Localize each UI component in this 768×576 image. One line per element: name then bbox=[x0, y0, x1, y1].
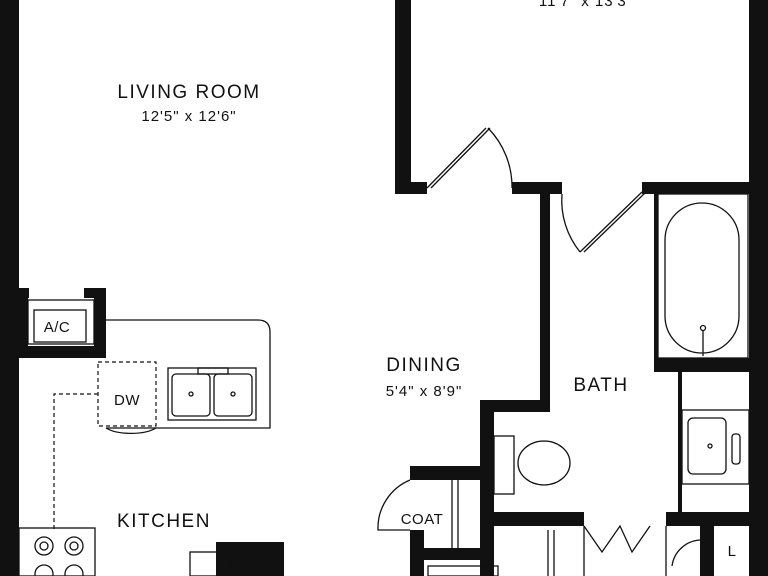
bath-fixtures bbox=[493, 193, 750, 495]
ac-label: A/C bbox=[44, 319, 71, 336]
wall-bath-south-b bbox=[666, 512, 768, 526]
bedroom-door-swing bbox=[487, 127, 513, 189]
bedroom-dimensions: 11'7" x 13'3" bbox=[539, 0, 633, 10]
wall-bath-south-a bbox=[494, 512, 584, 526]
wall-lower-closet-north bbox=[416, 548, 494, 560]
wall-closet-west bbox=[480, 400, 494, 576]
doors bbox=[377, 127, 714, 576]
wall-tub-south bbox=[654, 358, 754, 372]
wall-vanity-west bbox=[678, 372, 682, 512]
ac-box bbox=[33, 309, 87, 343]
labels: 11'7" x 13'3" LIVING ROOM 12'5" x 12'6" … bbox=[44, 0, 737, 560]
wall-coat-north bbox=[410, 466, 494, 480]
wall-bath-west bbox=[540, 194, 550, 410]
living-room-dimensions: 12'5" x 12'6" bbox=[141, 108, 236, 125]
cabinet-line bbox=[53, 393, 98, 530]
coat-closet-label: COAT bbox=[401, 511, 444, 528]
wall-tub-west bbox=[654, 190, 658, 360]
wall-ac-south bbox=[19, 346, 106, 358]
linen-door-swing bbox=[671, 539, 701, 567]
refrigerator bbox=[189, 551, 231, 576]
bath-door-swing bbox=[561, 193, 581, 253]
toilet-tank bbox=[493, 435, 515, 495]
washer-dryer bbox=[427, 565, 499, 576]
wall-left-exterior bbox=[0, 0, 19, 576]
wall-ac-west bbox=[19, 288, 28, 358]
bath-label: BATH bbox=[573, 375, 628, 396]
wall-closet-north bbox=[480, 400, 550, 412]
kitchen-fixtures bbox=[18, 299, 499, 576]
toilet-bowl bbox=[517, 440, 571, 486]
kitchen-label: KITCHEN bbox=[117, 511, 211, 532]
bifold-door bbox=[583, 524, 651, 554]
tub-outline bbox=[657, 193, 749, 359]
bedroom-door-leaf bbox=[426, 127, 487, 189]
wall-bedroom-west bbox=[395, 0, 411, 190]
bath-door-leaf bbox=[579, 191, 643, 253]
vanity-counter bbox=[681, 409, 750, 485]
kitchen-counter bbox=[106, 319, 271, 429]
coat-door-swing bbox=[377, 479, 411, 531]
dishwasher-label: DW bbox=[114, 392, 140, 409]
linen-closet-label: L bbox=[728, 543, 737, 560]
wall-kitchen-pantry bbox=[216, 542, 284, 576]
wall-bedroom-south-b bbox=[512, 182, 562, 194]
bath-sink bbox=[687, 417, 727, 475]
living-room-label: LIVING ROOM bbox=[117, 82, 260, 103]
dining-label: DINING bbox=[386, 355, 462, 376]
tub-basin bbox=[664, 202, 740, 354]
dining-dimensions: 5'4" x 8'9" bbox=[386, 383, 463, 400]
range bbox=[18, 527, 96, 576]
wall-ac-east bbox=[94, 288, 106, 358]
kitchen-sink bbox=[167, 367, 257, 421]
wall-ac-top-left bbox=[19, 288, 29, 298]
wall-bedroom-south-a bbox=[395, 182, 427, 194]
wall-bedroom-south-c bbox=[642, 182, 768, 194]
wall-right-exterior bbox=[749, 0, 768, 576]
